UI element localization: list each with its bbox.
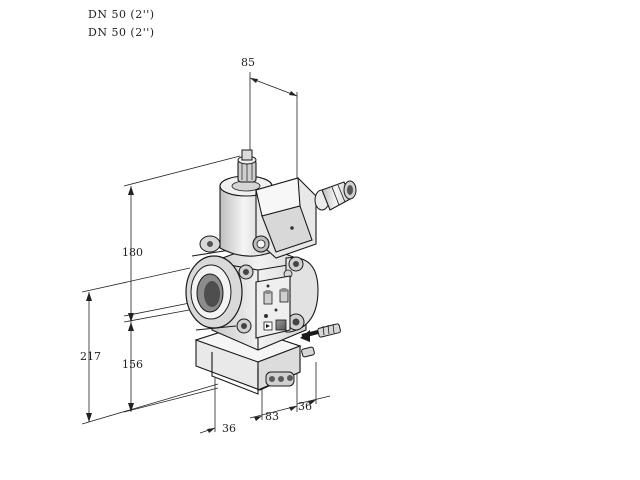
dim-label-36-left: 36 bbox=[222, 422, 236, 435]
base-port-2 bbox=[278, 376, 284, 382]
dimension-217: 217 bbox=[80, 267, 219, 425]
dimension-85: 85 bbox=[241, 56, 298, 190]
override-knob bbox=[237, 149, 257, 183]
dim-label-217: 217 bbox=[80, 350, 101, 363]
model-size-label-secondary: DN 50 (2'') bbox=[88, 26, 155, 39]
flow-arrow-icon bbox=[266, 324, 270, 328]
test-nipple bbox=[300, 323, 341, 358]
cable-gland bbox=[314, 180, 357, 211]
dimension-156: 156 bbox=[122, 307, 219, 413]
dim-label-156: 156 bbox=[122, 358, 143, 371]
inlet-flange bbox=[185, 249, 243, 331]
body-bolts bbox=[236, 256, 305, 334]
base-port-3 bbox=[287, 375, 293, 381]
base-port-1 bbox=[269, 376, 275, 382]
valve-assembly bbox=[185, 149, 357, 395]
control-panel bbox=[255, 275, 291, 339]
dim-label-36-right: 36 bbox=[298, 400, 312, 413]
connector-box bbox=[252, 177, 317, 259]
dimension-bottom: 36 83 36 bbox=[199, 362, 331, 435]
dim-label-180: 180 bbox=[122, 246, 143, 259]
model-size-label: DN 50 (2'') bbox=[88, 8, 155, 21]
dim-label-83: 83 bbox=[265, 410, 279, 423]
dim-label-85: 85 bbox=[241, 56, 255, 69]
